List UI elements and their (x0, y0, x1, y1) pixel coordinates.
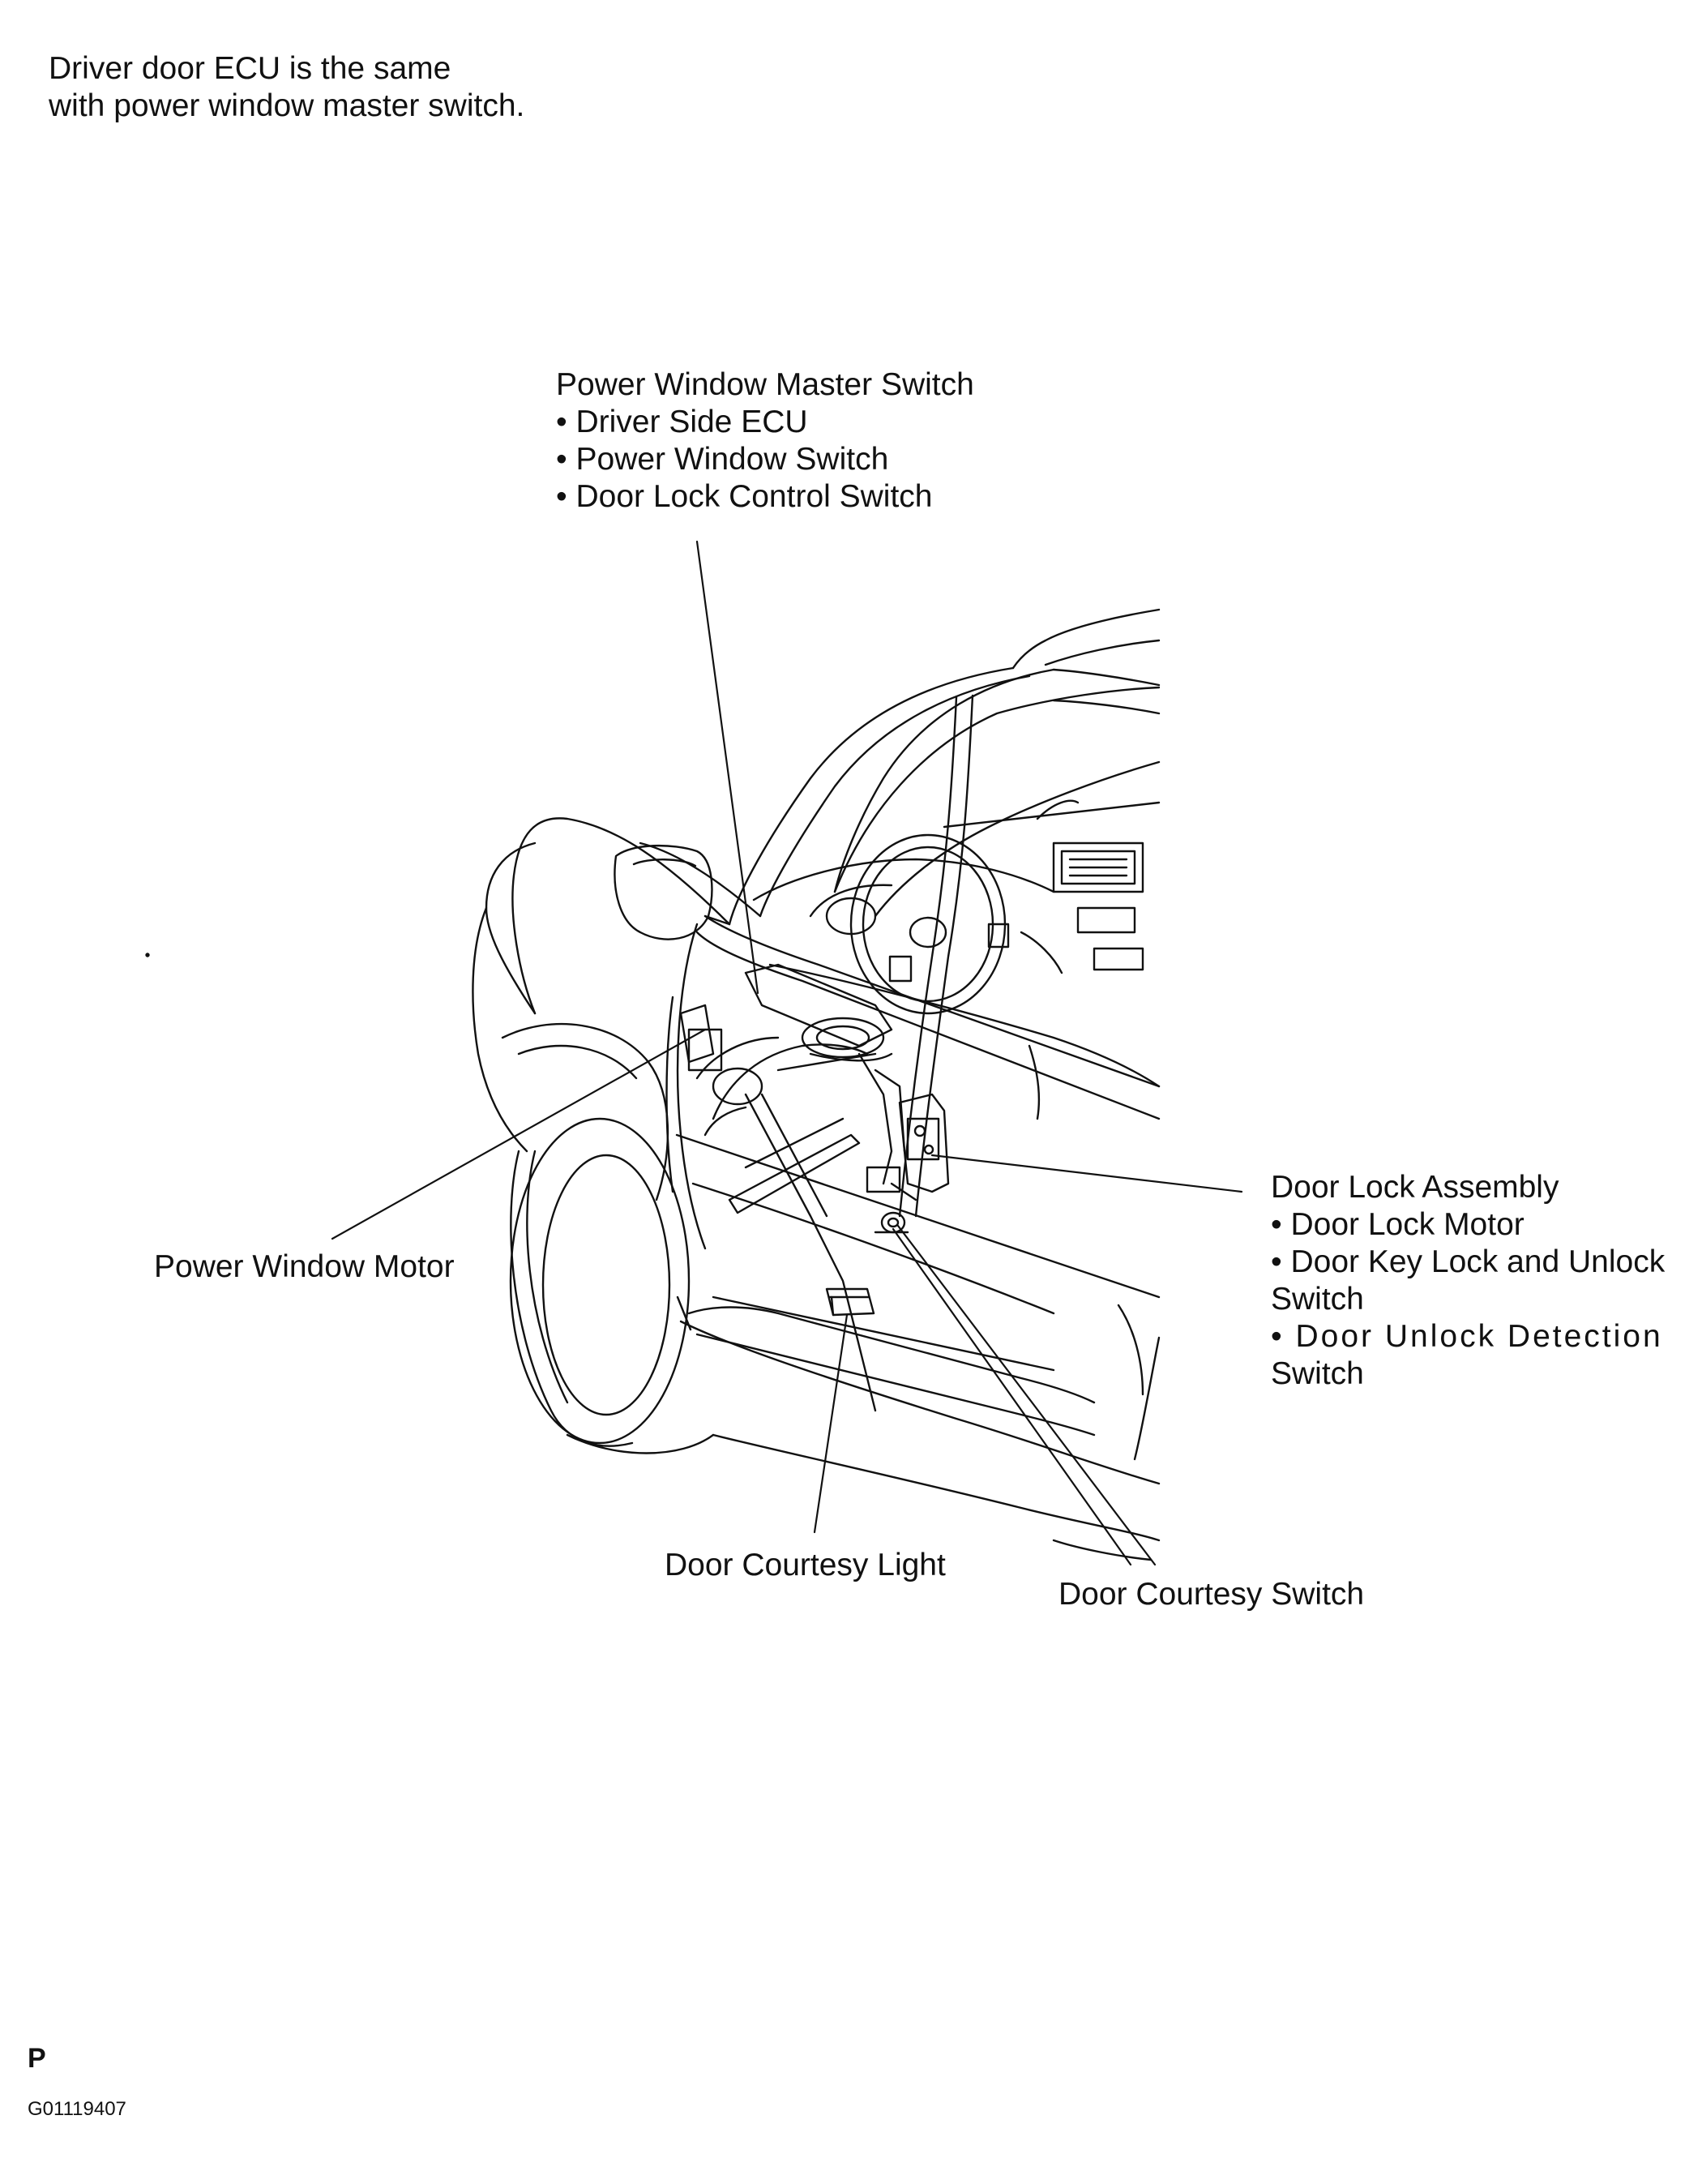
leader-door-lock-assembly (930, 1154, 1243, 1193)
leader-door-courtesy-switch-a (892, 1227, 1132, 1566)
power-window-master-switch-part (744, 963, 893, 1062)
figure-code: G01119407 (28, 2098, 126, 2120)
label-door-courtesy-light: Door Courtesy Light (665, 1548, 946, 1582)
label-dla-line-2: • Door Key Lock and Unlock (1271, 1244, 1666, 1279)
door-courtesy-light-part (825, 1287, 875, 1317)
label-pwms-item-power-window-switch: • Power Window Switch (556, 442, 889, 477)
label-pwms-title: Power Window Master Switch (556, 367, 974, 402)
label-pwms-item-driver-ecu: • Driver Side ECU (556, 405, 808, 439)
leader-door-courtesy-light (813, 1313, 849, 1534)
label-power-window-motor: Power Window Motor (154, 1249, 455, 1284)
page-letter: P (28, 2043, 46, 2074)
speck (145, 953, 150, 957)
label-dla-line-1: • Door Lock Motor (1271, 1207, 1525, 1242)
label-dla-title: Door Lock Assembly (1271, 1170, 1559, 1205)
label-dla-line-5: Switch (1271, 1356, 1364, 1391)
dashboard-interior (752, 799, 1161, 1120)
label-dla-line-3: Switch (1271, 1282, 1364, 1317)
ecu-note-line-1: Driver door ECU is the same (49, 51, 451, 86)
vehicle-body-outline (472, 608, 1161, 1561)
window-regulator-assembly (679, 1004, 906, 1412)
door-courtesy-switch-part (874, 1211, 909, 1234)
label-pwms-item-door-lock-control-switch: • Door Lock Control Switch (556, 479, 933, 514)
label-dla-line-4: • Door Unlock Detection (1271, 1319, 1663, 1354)
ecu-note: Driver door ECU is the same with power w… (49, 50, 524, 125)
leader-lines (331, 540, 1243, 1566)
leader-door-courtesy-switch-b (896, 1224, 1157, 1566)
leader-power-window-motor (331, 1028, 707, 1240)
label-power-window-master-switch: Power Window Master Switch • Driver Side… (556, 366, 974, 516)
side-mirror (614, 844, 731, 940)
door-lock-assembly-part (866, 1093, 950, 1201)
ecu-note-line-2: with power window master switch. (49, 88, 525, 123)
label-door-lock-assembly: Door Lock Assembly • Door Lock Motor • D… (1271, 1169, 1665, 1393)
leader-power-window-master-switch (695, 540, 759, 995)
label-door-courtesy-switch: Door Courtesy Switch (1058, 1577, 1365, 1612)
